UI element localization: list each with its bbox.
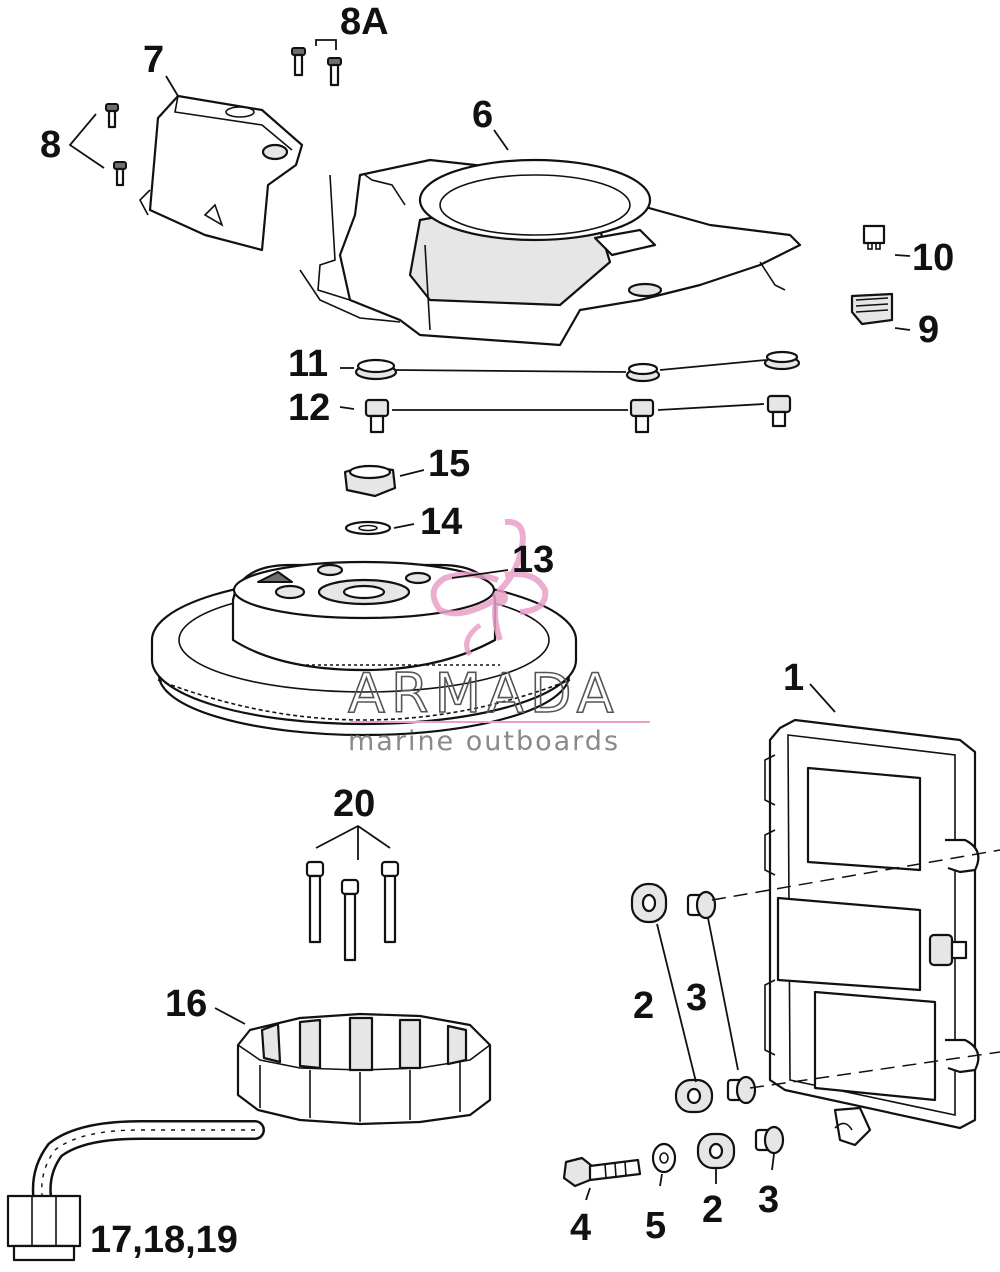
part-16-stator (236, 1012, 492, 1126)
callout-6: 6 (472, 94, 493, 136)
callout-14: 14 (420, 501, 462, 543)
callout-13: 13 (512, 539, 554, 581)
leader-lines (68, 39, 1000, 1201)
part-4-bolt (562, 1156, 642, 1188)
callout-8: 8 (40, 124, 61, 166)
part-20-bolts (305, 860, 400, 962)
part-3-sleeves (686, 890, 785, 1155)
callout-3b: 3 (758, 1179, 779, 1221)
armada-watermark: ARMADA marine outboards (347, 518, 650, 757)
callout-2b: 2 (702, 1189, 723, 1231)
part-10-fuse (862, 224, 886, 250)
callout-3a: 3 (686, 977, 707, 1019)
part-14-washer (344, 520, 392, 536)
part-11-grommets (354, 350, 801, 383)
callout-16: 16 (165, 983, 207, 1025)
callout-10: 10 (912, 237, 954, 279)
part-9-fuse-holder (850, 292, 894, 326)
callout-12: 12 (288, 387, 330, 429)
part-2-grommets (630, 882, 736, 1170)
callout-9: 9 (918, 309, 939, 351)
callout-7: 7 (143, 39, 164, 81)
part-8a-screws (291, 47, 342, 87)
callout-20: 20 (333, 783, 375, 825)
armada-logo-icon (430, 518, 549, 657)
part-6-flywheel-cover (299, 158, 802, 347)
watermark-brand: ARMADA (348, 662, 620, 725)
callout-11: 11 (288, 343, 328, 385)
callout-5: 5 (645, 1205, 666, 1247)
stator-wire-harness (31, 1119, 265, 1205)
callout-17-18-19: 17,18,19 (90, 1219, 238, 1261)
callout-1: 1 (783, 657, 804, 699)
callout-8a: 8A (340, 1, 389, 43)
callout-15: 15 (428, 443, 470, 485)
callout-2a: 2 (633, 985, 654, 1027)
connector-17-18-19 (6, 1194, 82, 1262)
callout-4: 4 (570, 1207, 591, 1249)
part-12-bushings (364, 394, 792, 434)
part-5-washer (651, 1142, 677, 1174)
part-7-cover (139, 94, 304, 252)
part-8-screws (105, 103, 127, 187)
part-15-nut (343, 464, 397, 498)
watermark-tagline: marine outboards (348, 726, 620, 757)
callout-labels: 1 2 2 3 3 4 5 6 7 8 8A 9 10 11 12 13 14 … (40, 1, 954, 1261)
part-1-ignition-module (764, 718, 980, 1147)
